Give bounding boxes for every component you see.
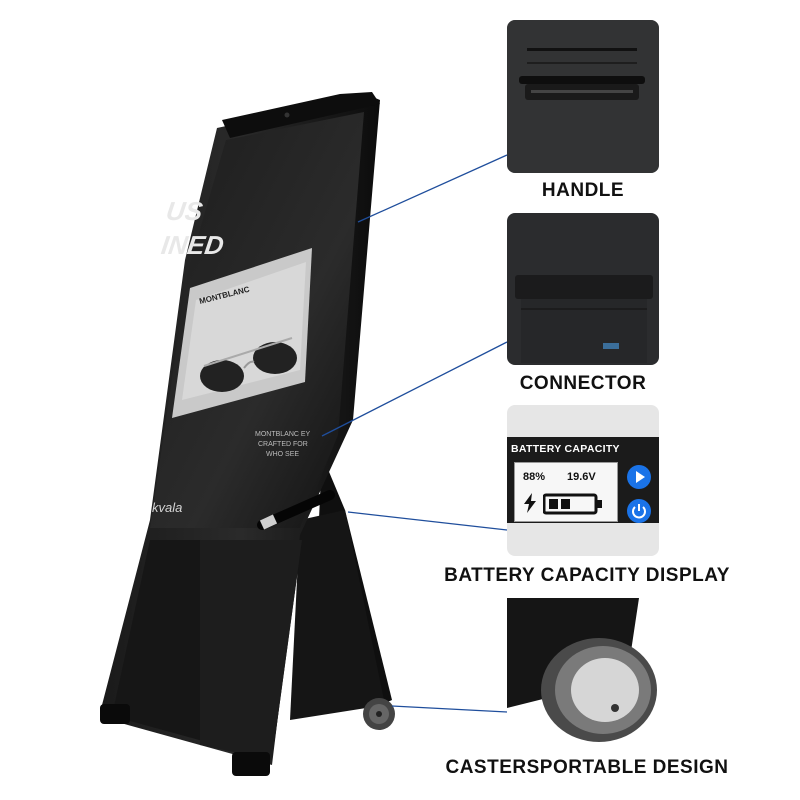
connector-thumbnail — [507, 213, 659, 365]
caster-wheel-closeup — [541, 638, 657, 742]
caster-wheel — [363, 698, 395, 730]
ad-copy-1: MONTBLANC EY — [255, 431, 311, 438]
power-button[interactable] — [627, 499, 651, 523]
battery-lcd: 88% 19.6V — [514, 462, 618, 522]
battery-label: BATTERY CAPACITY DISPLAY — [444, 565, 730, 586]
connector-port-icon — [603, 343, 619, 349]
ad-headline-1: US — [164, 196, 205, 226]
pen-image — [257, 490, 335, 530]
battery-voltage: 19.6V — [567, 471, 596, 483]
connector-label: CONNECTOR — [519, 373, 647, 394]
sunglasses-image — [200, 337, 297, 392]
battery-percent: 88% — [523, 471, 546, 483]
rear-leg — [290, 455, 392, 720]
play-button[interactable] — [627, 465, 651, 489]
ad-signature: kvala — [152, 500, 182, 515]
ad-copy-3: WHO SEE — [266, 451, 299, 458]
stand-feet — [100, 704, 270, 776]
ad-headline-2: INED — [159, 230, 225, 260]
handle-thumbnail — [507, 20, 659, 173]
battery-display-thumbnail: BATTERY CAPACITY 88% 19.6V — [507, 405, 659, 556]
leader-lines — [321, 154, 508, 713]
camera-icon — [284, 112, 290, 118]
casters-label: CASTERSPORTABLE DESIGN — [445, 757, 729, 778]
power-icon — [632, 504, 646, 519]
casters-thumbnail — [507, 598, 659, 748]
vent-slots — [527, 48, 637, 64]
battery-title: BATTERY CAPACITY — [511, 443, 620, 455]
handle-icon — [519, 76, 645, 100]
battery-level-icon — [543, 493, 602, 515]
play-icon — [636, 471, 645, 483]
handle-label: HANDLE — [541, 180, 625, 201]
connector-housing — [515, 275, 653, 363]
display-screen: US INED MONTBLANC MONTBLANC EY CRAFTED F… — [150, 112, 364, 530]
ad-copy-2: CRAFTED FOR — [258, 441, 308, 448]
lightning-icon — [524, 493, 536, 513]
